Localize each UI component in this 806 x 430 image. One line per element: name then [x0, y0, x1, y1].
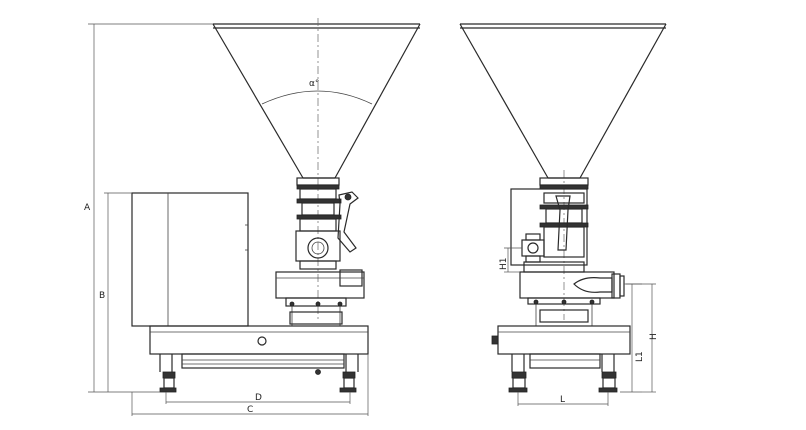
- angle-label: α°: [309, 79, 319, 89]
- front-lower-body: [527, 297, 601, 326]
- side-cabinet: [131, 192, 249, 327]
- front-view: H1 L1 H L: [459, 23, 667, 406]
- front-hopper: [459, 23, 667, 320]
- side-valve-body: [295, 177, 363, 287]
- dim-A-label: A: [84, 203, 91, 213]
- side-view: α°: [84, 18, 421, 416]
- dim-D: D: [165, 392, 351, 404]
- dim-B: B: [99, 192, 132, 392]
- front-valve-body: [510, 177, 589, 273]
- side-frame: [149, 325, 369, 393]
- front-outlet-pipe: [519, 271, 625, 299]
- dim-L1: L1: [620, 283, 645, 393]
- dim-H: H: [624, 283, 659, 393]
- dim-C: C: [131, 354, 369, 416]
- dim-H1: H1: [499, 247, 522, 273]
- dim-H-label: H: [649, 333, 659, 340]
- dim-L-label: L: [560, 395, 565, 405]
- dim-C-label: C: [247, 405, 253, 415]
- dim-A: A: [84, 23, 213, 393]
- dim-D-label: D: [255, 393, 262, 403]
- front-frame: [491, 325, 631, 393]
- side-hopper: [212, 18, 421, 320]
- dim-B-label: B: [99, 291, 105, 301]
- dim-L1-label: L1: [635, 351, 645, 362]
- dim-H1-label: H1: [499, 258, 509, 271]
- side-motor-block: [275, 271, 365, 326]
- dim-L: L: [517, 392, 609, 406]
